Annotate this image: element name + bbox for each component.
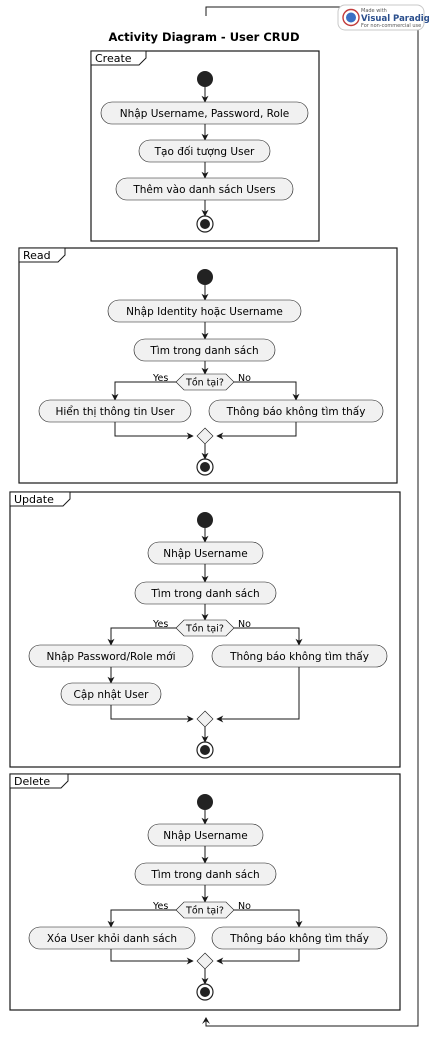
create-label: Create: [95, 52, 132, 65]
delete-yes-label: Yes: [152, 901, 168, 912]
delete-tab: [9, 773, 69, 789]
loop-connector: [205, 6, 419, 1027]
update-start-node: [197, 512, 213, 528]
update-step-search-label: Tìm trong danh sách: [150, 588, 259, 600]
delete-merge: [196, 952, 214, 970]
read-yes-label: Yes: [152, 373, 168, 384]
read-step-search-label: Tìm trong danh sách: [149, 345, 258, 357]
delete-start-node: [197, 794, 213, 810]
update-end-node: [196, 741, 214, 759]
delete-end-node: [196, 983, 214, 1001]
update-new-credentials-label: Nhập Password/Role mới: [46, 651, 175, 663]
update-apply-label: Cập nhật User: [74, 689, 150, 701]
read-not-found-label: Thông báo không tìm thấy: [226, 406, 366, 418]
read-show-user-label: Hiển thị thông tin User: [55, 405, 175, 418]
read-end-node: [196, 458, 214, 476]
delete-remove-user-label: Xóa User khỏi danh sách: [47, 933, 177, 945]
update-merge: [196, 710, 214, 728]
update-step-input-label: Nhập Username: [163, 548, 247, 560]
update-tab: [9, 491, 71, 507]
delete-decision-label: Tồn tại?: [185, 906, 224, 917]
create-step-build-label: Tạo đối tượng User: [154, 146, 255, 158]
read-step-input-label: Nhập Identity hoặc Username: [126, 306, 283, 318]
read-start-node: [197, 269, 213, 285]
delete-not-found-label: Thông báo không tìm thấy: [229, 933, 369, 945]
delete-step-search-label: Tìm trong danh sách: [150, 869, 259, 881]
read-label: Read: [23, 249, 51, 262]
delete-partition: Delete Nhập Username Tìm trong danh sách…: [9, 773, 401, 1011]
create-step-input-label: Nhập Username, Password, Role: [120, 108, 290, 120]
read-partition: Read Nhập Identity hoặc Username Tìm tro…: [18, 247, 398, 484]
update-no-label: No: [238, 619, 251, 630]
create-step-add-label: Thêm vào danh sách Users: [132, 184, 275, 196]
create-start-node: [197, 71, 213, 87]
delete-no-label: No: [238, 901, 251, 912]
delete-step-input-label: Nhập Username: [163, 830, 247, 842]
read-tab: [18, 247, 66, 263]
update-partition: Update Nhập Username Tìm trong danh sách…: [9, 491, 401, 768]
delete-remove-user: [28, 926, 196, 950]
update-not-found-label: Thông báo không tìm thấy: [229, 651, 369, 663]
read-merge: [196, 427, 214, 445]
loop-arrowhead: [202, 1017, 210, 1024]
create-tab: [90, 50, 147, 66]
diagram-title: Activity Diagram - User CRUD: [108, 30, 299, 44]
create-partition: Create Nhập Username, Password, Role Tạo…: [90, 50, 320, 242]
create-end-node: [196, 215, 214, 233]
update-decision-label: Tồn tại?: [185, 624, 224, 635]
update-yes-label: Yes: [152, 619, 168, 630]
read-decision-label: Tồn tại?: [185, 378, 224, 389]
read-no-label: No: [238, 373, 251, 384]
watermark-line3: For non-commercial use: [361, 23, 421, 29]
update-label: Update: [14, 493, 54, 506]
watermark-line1: Made with: [361, 8, 387, 14]
watermark-brand: Visual Paradigm: [361, 14, 429, 24]
visual-paradigm-watermark: Made with Visual Paradigm For non-commer…: [337, 4, 429, 31]
delete-label: Delete: [14, 775, 50, 788]
